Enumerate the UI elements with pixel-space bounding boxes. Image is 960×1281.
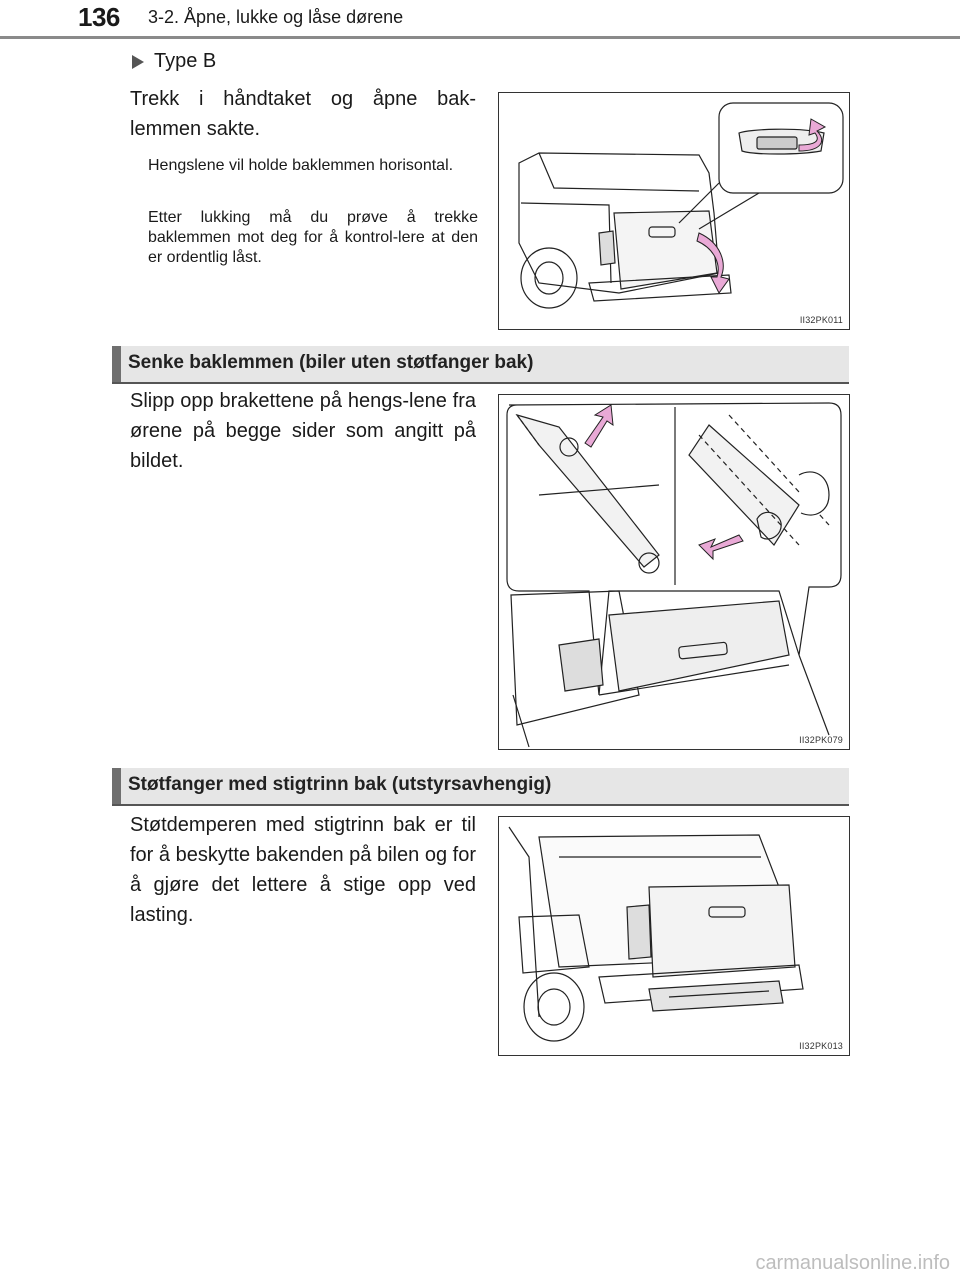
header-rule [0,36,960,39]
figure-code-2: II32PK079 [799,735,843,745]
step-bumper-illustration [508,826,804,1042]
figure-code-1: II32PK011 [799,315,843,325]
type-b-note-2: Etter lukking må du prøve å trekke bakle… [148,209,478,266]
type-b-instruction-line2: lemmen sakte. [130,118,261,140]
type-b-instruction: Trekk i håndtaket og åpne bak- lemmen sa… [130,84,476,144]
page-header: 136 3-2. Åpne, lukke og låse dørene [0,0,960,40]
type-b-heading: Type B [132,50,216,73]
section-heading-step-bumper: Støtfanger med stigtrinn bak (utstyrsavh… [112,768,849,806]
watermark: carmanualsonline.info [755,1252,950,1274]
figure-step-bumper: II32PK013 [498,816,850,1056]
tailgate-open-illustration [518,102,844,309]
type-b-label: Type B [154,50,217,72]
triangle-bullet-icon [132,54,144,69]
figure-bracket-release: II32PK079 [498,394,850,750]
section2-text: Støtdemperen med stigtrinn bak er til fo… [130,814,476,926]
bracket-release-illustration [506,402,842,748]
figure-code-3: II32PK013 [799,1041,843,1051]
section-accent [112,768,121,804]
type-b-instruction-line1: Trekk i håndtaket og åpne bak- [130,88,476,110]
section-title-lower-tailgate: Senke baklemmen (biler uten støtfanger b… [128,352,534,373]
section-heading-lower-tailgate: Senke baklemmen (biler uten støtfanger b… [112,346,849,384]
page-number: 136 [78,2,120,32]
chapter-title: 3-2. Åpne, lukke og låse dørene [148,7,404,27]
section1-text: Slipp opp brakettene på hengs-lene fra ø… [130,390,476,472]
figure-tailgate-open: II32PK011 [498,92,850,330]
section-accent [112,346,121,382]
type-b-note-1: Hengslene vil holde baklemmen horisontal… [148,157,454,174]
section-title-step-bumper: Støtfanger med stigtrinn bak (utstyrsavh… [128,774,552,795]
